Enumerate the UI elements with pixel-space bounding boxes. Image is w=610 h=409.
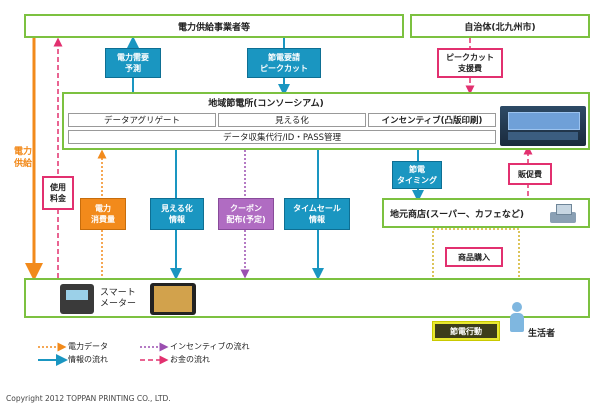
copyright: Copyright 2012 TOPPAN PRINTING CO., LTD.	[6, 394, 171, 403]
consortium-label: 地域節電所(コンソーシアム)	[208, 99, 324, 109]
municipality-box: 自治体(北九州市)	[410, 14, 590, 38]
saving-request-tag: 節電要請 ピークカット	[247, 48, 321, 78]
product-purchase-tag: 商品購入	[445, 247, 503, 267]
household-box	[24, 278, 590, 318]
tablet-icon	[150, 283, 196, 315]
saving-timing-tag: 節電 タイミング	[392, 161, 442, 189]
power-consumption-tag: 電力 消費量	[80, 198, 126, 230]
timesale-info-tag: タイムセール 情報	[284, 198, 350, 230]
legend-info-flow: 情報の流れ	[68, 355, 108, 364]
smart-meter-device-icon	[60, 284, 94, 314]
cash-register-icon	[548, 202, 578, 224]
smart-meter-label: スマート メーター	[100, 288, 137, 309]
utility-label: 電力供給事業者等	[177, 22, 250, 33]
incentive-box: インセンティブ(凸版印刷)	[368, 113, 496, 127]
control-room-photo	[500, 106, 586, 146]
power-supply-label: 電力 供給	[14, 147, 33, 169]
saving-action-tag: 節電行動	[432, 321, 500, 341]
visualization-box: 見える化	[218, 113, 366, 127]
data-aggregate-box: データアグリゲート	[68, 113, 216, 127]
power-demand-tag: 電力需要 予測	[105, 48, 161, 78]
legend-money-flow: お金の流れ	[170, 355, 210, 364]
usage-fee-tag: 使用 料金	[42, 176, 74, 210]
visualization-info-tag: 見える化 情報	[150, 198, 204, 230]
legend-power-data: 電力データ	[68, 342, 108, 351]
coupon-tag: クーポン 配布(予定)	[218, 198, 274, 230]
data-collection-box: データ収集代行/ID・PASS管理	[68, 130, 496, 144]
promotion-cost-tag: 販促費	[508, 163, 552, 185]
municipality-label: 自治体(北九州市)	[464, 22, 536, 33]
resident-label: 生活者	[528, 329, 556, 339]
legend-incentive-flow: インセンティブの流れ	[170, 342, 250, 351]
local-shops-label: 地元商店(スーパー、カフェなど)	[390, 209, 525, 220]
utility-box: 電力供給事業者等	[24, 14, 404, 38]
resident-person-icon	[508, 302, 526, 332]
peak-cut-subsidy-tag: ピークカット 支援費	[437, 48, 503, 78]
